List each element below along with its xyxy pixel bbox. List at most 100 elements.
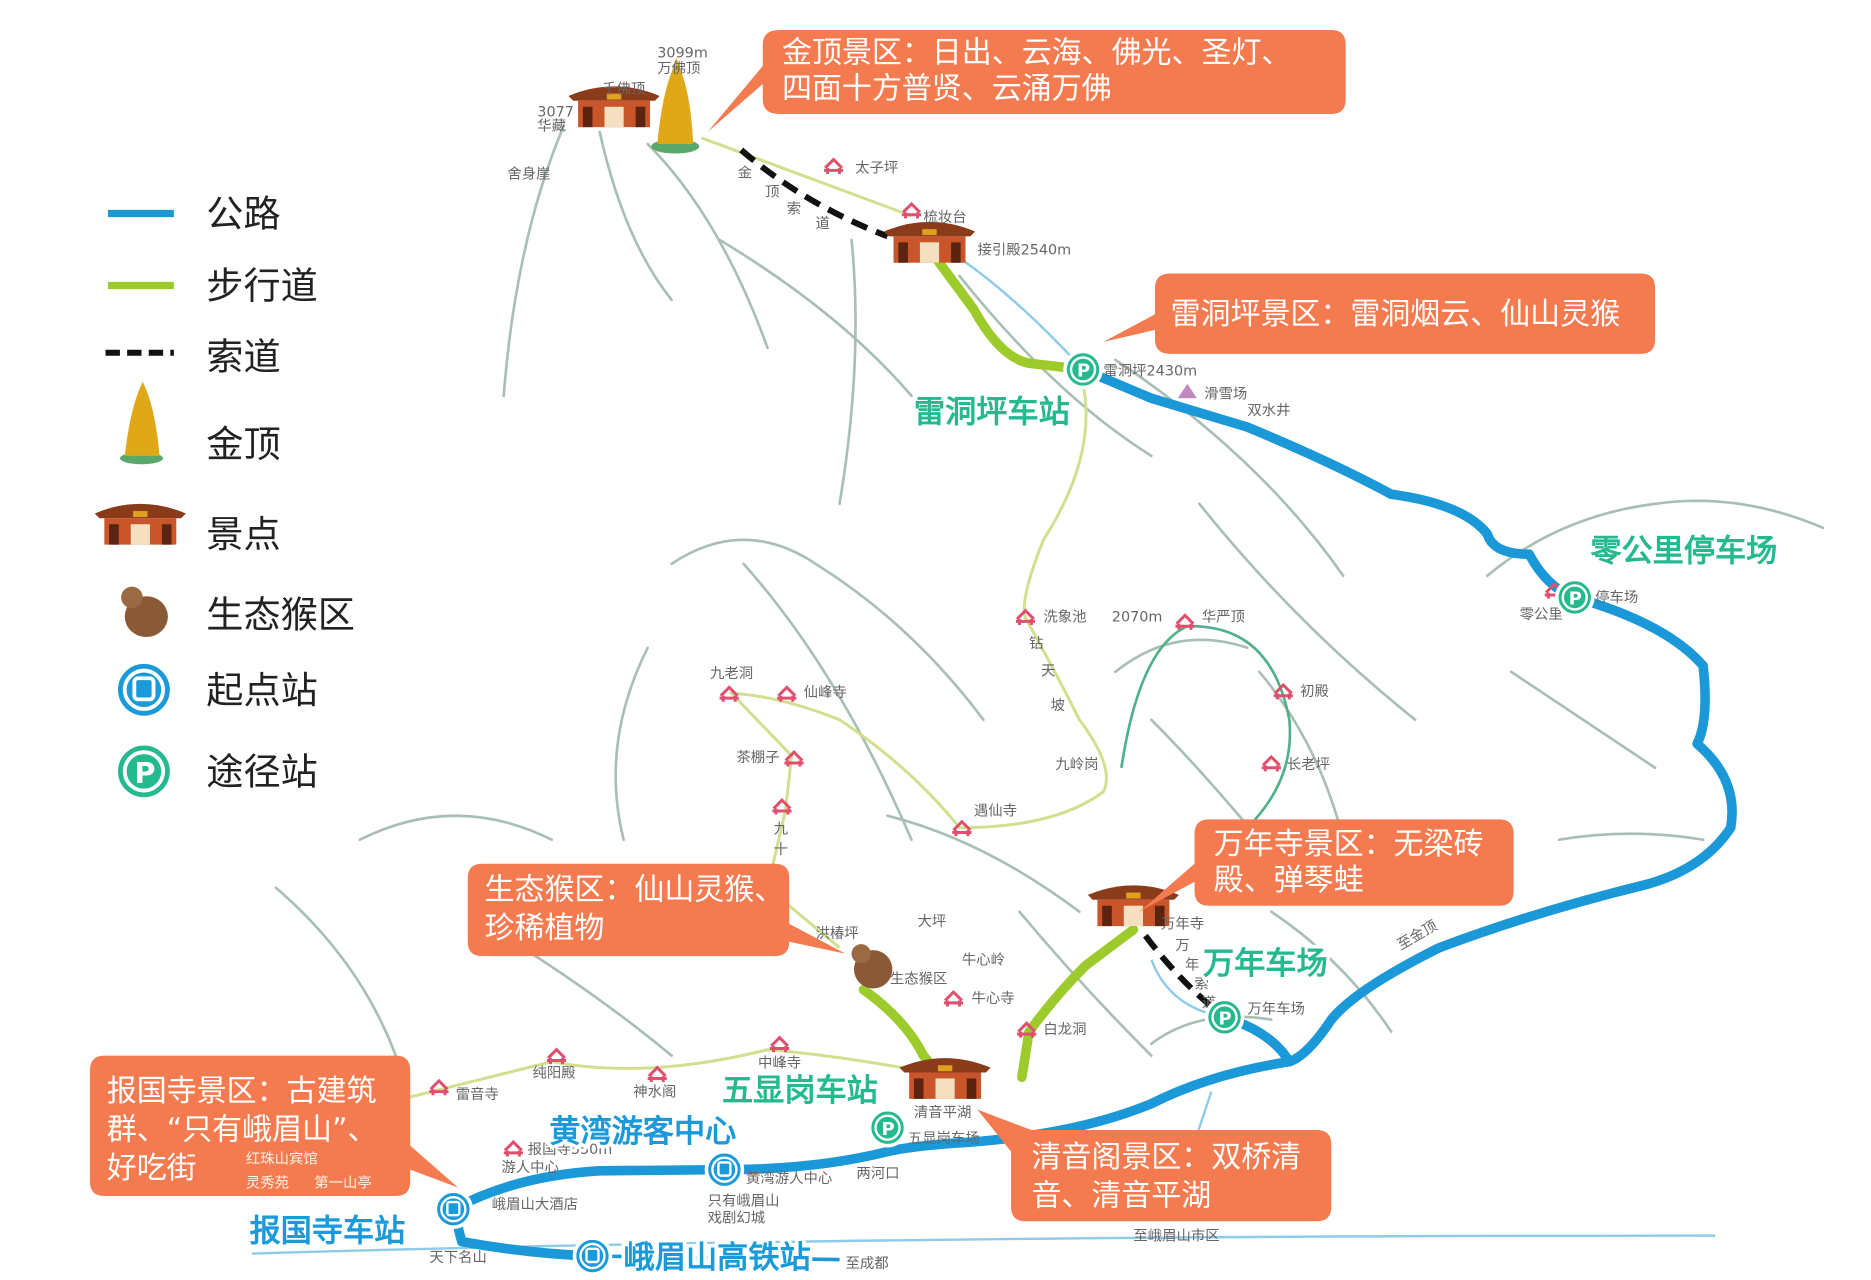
cable-car: [739, 147, 889, 240]
svg-text:零公里: 零公里: [1520, 607, 1563, 623]
svg-text:顶: 顶: [765, 185, 779, 201]
svg-text:天: 天: [1041, 663, 1055, 679]
svg-text:茶棚子: 茶棚子: [736, 749, 779, 766]
trail: [1120, 624, 1292, 829]
svg-text:长老坪: 长老坪: [1287, 756, 1330, 773]
svg-text:双水井: 双水井: [1247, 402, 1290, 419]
station-label-baoguosi: 报国寺车站: [249, 1214, 405, 1250]
svg-text:黄湾游人中心: 黄湾游人中心: [746, 1170, 832, 1187]
svg-text:雷洞坪2430m: 雷洞坪2430m: [1103, 362, 1197, 379]
svg-text:好吃街: 好吃街: [107, 1151, 197, 1186]
station-label-gaotie: 峨眉山高铁站: [624, 1240, 811, 1276]
bus-station-icon: [115, 661, 173, 719]
svg-text:千佛顶: 千佛顶: [602, 81, 645, 98]
svg-text:红珠山宾馆: 红珠山宾馆: [246, 1151, 318, 1168]
monkey-icon: [851, 944, 893, 989]
svg-text:十: 十: [774, 841, 788, 858]
svg-text:两河口: 两河口: [856, 1165, 899, 1182]
svg-text:滑雪场: 滑雪场: [1204, 385, 1247, 402]
bus-station-icon[interactable]: [433, 1189, 474, 1230]
svg-text:洗象池: 洗象池: [1043, 608, 1086, 625]
svg-text:殿、弹琴蛙: 殿、弹琴蛙: [1214, 863, 1364, 898]
svg-text:灵秀苑: 灵秀苑: [246, 1175, 289, 1192]
svg-text:停车场: 停车场: [1595, 589, 1638, 606]
svg-text:华藏: 华藏: [537, 118, 566, 135]
svg-text:金顶景区：日出、云海、佛光、圣灯、: 金顶景区：日出、云海、佛光、圣灯、: [782, 35, 1291, 70]
svg-text:只有峨眉山: 只有峨眉山: [708, 1193, 780, 1210]
svg-text:大坪: 大坪: [918, 913, 947, 930]
walk-path: [928, 249, 1088, 375]
river: [251, 1234, 1716, 1255]
svg-text:梳妆台: 梳妆台: [924, 209, 967, 226]
svg-text:华严顶: 华严顶: [1202, 608, 1245, 625]
station-label-linggongli: 零公里停车场: [1590, 533, 1777, 569]
svg-text:索: 索: [1195, 975, 1209, 992]
svg-text:万年寺景区：无梁砖: 万年寺景区：无梁砖: [1214, 827, 1484, 862]
svg-text:万: 万: [1175, 938, 1189, 954]
svg-text:景点: 景点: [206, 512, 280, 556]
svg-text:雷洞坪景区：雷洞烟云、仙山灵猴: 雷洞坪景区：雷洞烟云、仙山灵猴: [1171, 297, 1620, 332]
svg-text:年: 年: [1185, 956, 1199, 973]
svg-text:至峨眉山市区: 至峨眉山市区: [1133, 1227, 1219, 1244]
parking-stop-icon[interactable]: [867, 1107, 908, 1148]
svg-text:3099m: 3099m: [657, 46, 708, 62]
svg-text:天下名山: 天下名山: [429, 1249, 486, 1266]
svg-text:九老洞: 九老洞: [710, 665, 753, 682]
place-labels: 3099m 万佛顶 千佛顶 3077 华藏 舍身崖 太子坪 梳妆台 接引殿254…: [429, 46, 1638, 1272]
svg-text:万年寺: 万年寺: [1161, 916, 1204, 933]
svg-text:报国寺550m: 报国寺550m: [528, 1141, 613, 1158]
svg-text:途径站: 途径站: [206, 750, 318, 794]
parking-stop-icon[interactable]: [1204, 997, 1245, 1038]
svg-text:报国寺景区：古建筑: 报国寺景区：古建筑: [107, 1074, 377, 1109]
trail: [701, 136, 1108, 949]
svg-text:道: 道: [816, 215, 830, 232]
svg-text:索道: 索道: [206, 334, 280, 378]
svg-text:金顶: 金顶: [206, 422, 280, 466]
svg-text:洪椿坪: 洪椿坪: [816, 925, 859, 942]
svg-text:至成都: 至成都: [846, 1255, 889, 1272]
svg-text:牛心岭: 牛心岭: [962, 951, 1005, 968]
station-label-wannian: 万年车场: [1203, 946, 1328, 982]
svg-text:神水阁: 神水阁: [633, 1083, 676, 1100]
temple-icon: [94, 503, 186, 545]
svg-text:万年车场: 万年车场: [1247, 1001, 1304, 1018]
svg-text:峨眉山大酒店: 峨眉山大酒店: [492, 1196, 578, 1213]
svg-text:牛心寺: 牛心寺: [971, 990, 1014, 1007]
svg-text:白龙洞: 白龙洞: [1043, 1021, 1086, 1038]
svg-text:游人中心: 游人中心: [501, 1159, 558, 1176]
svg-text:接引殿2540m: 接引殿2540m: [977, 241, 1071, 258]
temple-icon: [883, 221, 976, 263]
golden-buddha-icon: [119, 381, 164, 465]
svg-text:坡: 坡: [1051, 697, 1065, 714]
parking-stop-icon: [115, 743, 173, 801]
svg-text:步行道: 步行道: [206, 264, 318, 308]
mountain-ridges: [274, 124, 1825, 1057]
svg-text:起点站: 起点站: [206, 668, 318, 712]
parking-stop-icon[interactable]: [1063, 349, 1103, 390]
svg-text:太子坪: 太子坪: [855, 160, 898, 177]
place-labels-over-callout: 红珠山宾馆 灵秀苑 第一山亭: [246, 1151, 372, 1192]
svg-text:仙峰寺: 仙峰寺: [804, 684, 847, 701]
svg-text:群、“只有峨眉山”、: 群、“只有峨眉山”、: [107, 1113, 378, 1148]
svg-text:钻: 钻: [1029, 635, 1043, 652]
parking-stop-icon[interactable]: [1554, 577, 1595, 618]
svg-text:索: 索: [787, 201, 801, 218]
callout-baoguosi: 报国寺景区：古建筑 群、“只有峨眉山”、 好吃街: [89, 1055, 459, 1197]
svg-text:生态猴区: 生态猴区: [206, 592, 355, 636]
road: [1078, 364, 1737, 1067]
svg-text:初殿: 初殿: [1300, 683, 1329, 700]
station-label-leidongping: 雷洞坪车站: [914, 394, 1070, 430]
callout-jinding: 金顶景区：日出、云海、佛光、圣灯、 四面十方普贤、云涌万佛: [707, 29, 1346, 132]
svg-text:音、清音平湖: 音、清音平湖: [1031, 1179, 1211, 1214]
svg-text:2070m: 2070m: [1112, 609, 1163, 625]
bus-station-icon[interactable]: [704, 1149, 745, 1190]
svg-text:3077: 3077: [537, 104, 574, 120]
callout-qingyinge: 清音阁景区：双桥清 音、清音平湖: [977, 1109, 1332, 1222]
callout-monkey-area: 生态猴区：仙山灵猴、 珍稀植物: [467, 863, 846, 957]
monkey-icon: [121, 586, 168, 638]
callout-wanniansi: 万年寺景区：无梁砖 殿、弹琴蛙: [1139, 819, 1514, 912]
svg-text:金: 金: [738, 165, 752, 182]
bus-station-icon[interactable]: [572, 1236, 613, 1276]
svg-text:九岭岗: 九岭岗: [1055, 756, 1098, 773]
